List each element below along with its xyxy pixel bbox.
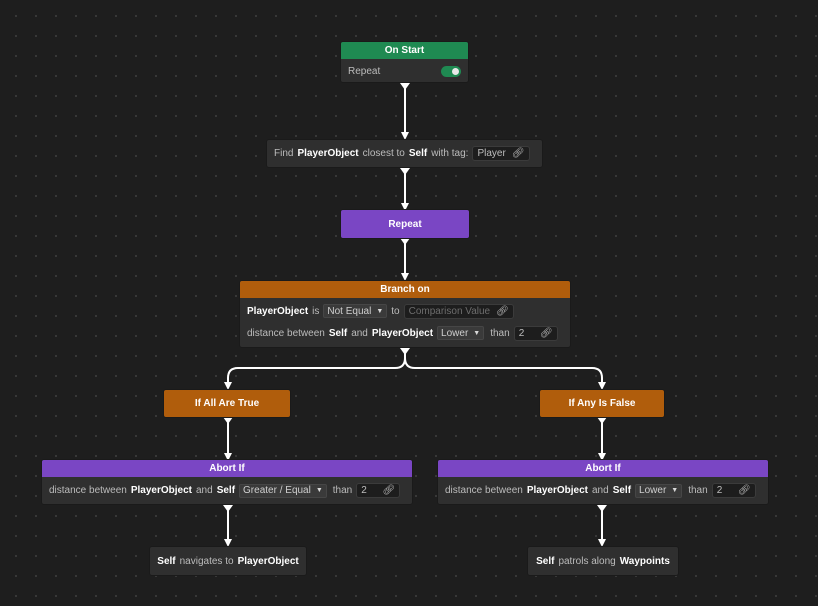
- abort-left-self: Self: [216, 485, 236, 496]
- comparison-placeholder: Comparison Value: [408, 305, 491, 317]
- if-all-true-node[interactable]: If All Are True: [163, 389, 291, 418]
- branch-var: PlayerObject: [247, 305, 309, 317]
- output-port-abort-left: [223, 505, 233, 512]
- abort-left-op-dropdown[interactable]: Greater / Equal ▼: [239, 483, 327, 498]
- abort-if-left-node[interactable]: Abort If distance between PlayerObject a…: [41, 459, 413, 505]
- abort-right-value: 2: [716, 485, 723, 496]
- repeat-toggle[interactable]: [441, 65, 461, 77]
- output-port-repeat: [400, 238, 410, 245]
- abort-left-var: PlayerObject: [130, 485, 192, 496]
- chevron-down-icon: ▼: [376, 307, 384, 315]
- find-object-var: PlayerObject: [297, 148, 359, 159]
- navigate-verb: navigates to: [179, 555, 234, 567]
- abort-right-op-value: Lower: [639, 485, 667, 496]
- find-word: Find: [274, 148, 294, 159]
- patrol-self-var: Self: [536, 555, 555, 567]
- comparison-value-field[interactable]: Comparison Value 🔗︎: [403, 303, 514, 319]
- output-port-abort-right: [597, 505, 607, 512]
- is-word: is: [312, 305, 320, 317]
- with-tag-word: with tag:: [431, 148, 469, 159]
- repeat-node[interactable]: Repeat: [340, 209, 470, 239]
- if-all-true-label: If All Are True: [194, 398, 260, 409]
- link-icon[interactable]: 🔗︎: [539, 327, 553, 339]
- and-word: and: [196, 485, 213, 496]
- repeat-node-label: Repeat: [388, 218, 422, 230]
- output-port-find: [400, 168, 410, 175]
- find-self-var: Self: [408, 148, 428, 159]
- and-word: and: [592, 485, 609, 496]
- link-icon[interactable]: 🔗︎: [382, 485, 396, 496]
- abort-right-value-field[interactable]: 2 🔗︎: [711, 483, 756, 498]
- comparison-dropdown[interactable]: Not Equal ▼: [323, 304, 388, 318]
- branch-self-var: Self: [328, 327, 348, 339]
- navigate-target-var: PlayerObject: [237, 555, 299, 567]
- branch-node[interactable]: Branch on PlayerObject is Not Equal▼ to …: [239, 280, 571, 348]
- output-port-true: [223, 417, 233, 424]
- branch-var-2: PlayerObject: [371, 327, 434, 339]
- tag-value: Player: [477, 148, 506, 159]
- distance-between-word: distance between: [49, 485, 127, 496]
- output-port-branch: [400, 348, 410, 355]
- distance-value: 2: [518, 327, 525, 339]
- toggle-knob: [452, 67, 459, 75]
- abort-right-self: Self: [612, 485, 632, 496]
- output-port-start: [400, 83, 410, 90]
- distance-value-field[interactable]: 2 🔗︎: [513, 325, 558, 341]
- comparison-value: Not Equal: [327, 305, 372, 317]
- on-start-title: On Start: [341, 42, 468, 59]
- closest-to-word: closest to: [362, 148, 405, 159]
- navigate-action-node[interactable]: Self navigates to PlayerObject: [149, 546, 307, 576]
- link-icon[interactable]: 🔗︎: [496, 305, 509, 317]
- distance-between-word: distance between: [445, 485, 523, 496]
- tag-field[interactable]: Player 🔗︎: [472, 146, 530, 161]
- abort-left-value: 2: [361, 485, 367, 496]
- on-start-node[interactable]: On Start Repeat: [340, 41, 469, 83]
- than-word: than: [688, 485, 708, 496]
- patrol-target-var: Waypoints: [619, 555, 670, 567]
- find-node[interactable]: Find PlayerObject closest to Self with t…: [266, 139, 543, 168]
- navigate-self-var: Self: [157, 555, 176, 567]
- if-any-false-label: If Any Is False: [568, 398, 636, 409]
- if-any-false-node[interactable]: If Any Is False: [539, 389, 665, 418]
- chevron-down-icon: ▼: [315, 487, 323, 494]
- abort-right-var: PlayerObject: [526, 485, 588, 496]
- wire-branch-to-true: [224, 350, 406, 390]
- abort-right-title: Abort If: [438, 460, 768, 477]
- output-port-false: [597, 417, 607, 424]
- abort-left-op-value: Greater / Equal: [243, 485, 311, 496]
- repeat-label: Repeat: [348, 65, 381, 77]
- to-word: to: [391, 305, 400, 317]
- branch-title: Branch on: [240, 281, 570, 298]
- distance-op-value: Lower: [441, 327, 469, 339]
- abort-if-right-node[interactable]: Abort If distance between PlayerObject a…: [437, 459, 769, 505]
- wire-branch-to-false: [404, 357, 606, 390]
- link-icon[interactable]: 🔗︎: [737, 485, 751, 496]
- distance-between-word: distance between: [247, 327, 325, 339]
- distance-op-dropdown[interactable]: Lower ▼: [437, 326, 485, 340]
- and-word: and: [351, 327, 368, 339]
- abort-right-op-dropdown[interactable]: Lower ▼: [635, 483, 683, 498]
- patrol-action-node[interactable]: Self patrols along Waypoints: [527, 546, 679, 576]
- abort-left-value-field[interactable]: 2 🔗︎: [356, 483, 401, 498]
- chevron-down-icon: ▼: [473, 329, 481, 337]
- abort-left-title: Abort If: [42, 460, 412, 477]
- link-icon[interactable]: 🔗︎: [511, 148, 525, 159]
- than-word: than: [332, 485, 353, 496]
- patrol-verb: patrols along: [558, 555, 616, 567]
- chevron-down-icon: ▼: [671, 487, 679, 494]
- than-word: than: [490, 327, 510, 339]
